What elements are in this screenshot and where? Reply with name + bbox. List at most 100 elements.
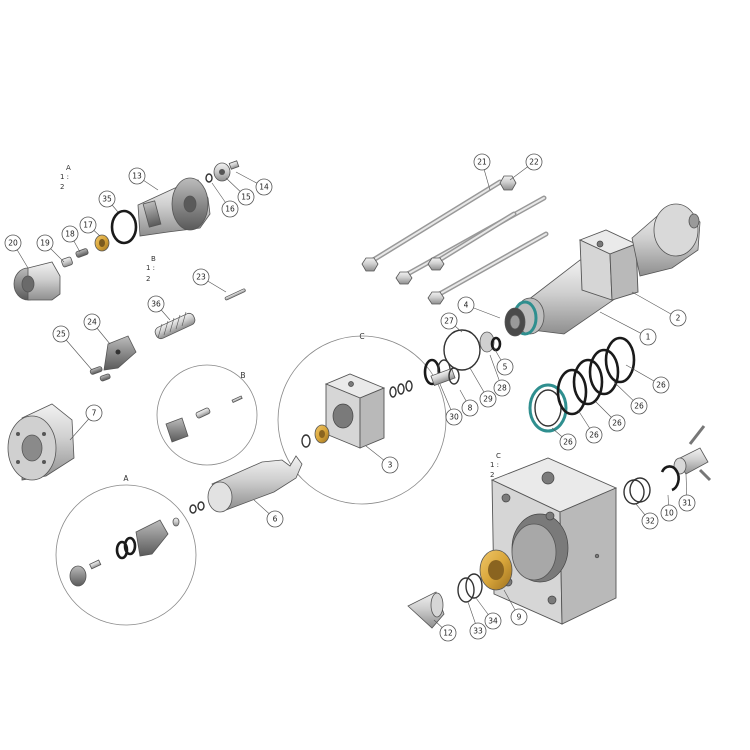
svg-text:26: 26 <box>634 402 644 411</box>
svg-text:28: 28 <box>497 384 507 393</box>
callout-29: 29 <box>479 390 497 408</box>
svg-text:34: 34 <box>488 617 498 626</box>
callout-19: 19 <box>36 234 54 252</box>
callout-18: 18 <box>61 225 79 243</box>
callout-26: 26 <box>559 433 577 451</box>
scale-b-letter: B <box>151 255 156 263</box>
callout-4: 4 <box>457 296 475 314</box>
part-16-washer <box>205 173 213 183</box>
callout-6: 6 <box>266 510 284 528</box>
part-14-screw <box>228 160 240 170</box>
callout-21: 21 <box>473 153 491 171</box>
callout-10: 10 <box>660 504 678 522</box>
callout-20: 20 <box>4 234 22 252</box>
detail-b-letter: B <box>240 371 245 380</box>
part-10-circlip <box>660 465 680 492</box>
part-28-29-30-seals <box>423 358 460 386</box>
svg-text:12: 12 <box>443 629 453 638</box>
callout-34: 34 <box>484 612 502 630</box>
detail-a-letter: A <box>123 474 129 483</box>
part-13-valve-body <box>137 177 211 237</box>
svg-text:26: 26 <box>589 431 599 440</box>
svg-text:5: 5 <box>503 363 508 372</box>
detail-circle-a: A <box>55 474 197 626</box>
part-2-rear-head <box>578 203 701 301</box>
callout-26: 26 <box>608 414 626 432</box>
detail-circle-b: B <box>156 364 258 466</box>
callout-8: 8 <box>461 399 479 417</box>
scale-c-letter: C <box>496 452 501 460</box>
scale-b-denominator: 2 <box>146 275 150 283</box>
part-32-bushing <box>623 477 651 505</box>
scale-c-denominator: 2 <box>490 471 494 479</box>
detail-b-parts <box>165 395 243 443</box>
callout-5: 5 <box>496 358 514 376</box>
callout-23: 23 <box>192 268 210 286</box>
svg-text:33: 33 <box>473 627 483 636</box>
callout-28: 28 <box>493 379 511 397</box>
svg-text:30: 30 <box>449 413 459 422</box>
svg-text:13: 13 <box>132 172 142 181</box>
svg-text:32: 32 <box>645 517 655 526</box>
callout-7: 7 <box>85 404 103 422</box>
scale-a-denominator: 2 <box>60 183 64 191</box>
svg-text:14: 14 <box>259 183 269 192</box>
scale-label-a: A 1 : 2 <box>60 164 71 191</box>
callout-1: 1 <box>639 328 657 346</box>
callout-26: 26 <box>630 397 648 415</box>
scale-b-ratio: 1 : <box>146 264 155 272</box>
svg-text:35: 35 <box>102 195 112 204</box>
svg-text:16: 16 <box>225 205 235 214</box>
callout-30: 30 <box>445 408 463 426</box>
detail-c-letter: C <box>359 332 364 341</box>
callout-9: 9 <box>510 608 528 626</box>
part-17-bushing <box>94 234 110 252</box>
svg-text:8: 8 <box>468 404 473 413</box>
callout-35: 35 <box>98 190 116 208</box>
svg-text:6: 6 <box>273 515 278 524</box>
svg-text:26: 26 <box>656 381 666 390</box>
detail-circle-c: C <box>277 332 447 505</box>
svg-text:19: 19 <box>40 239 50 248</box>
part-9-front-head-large <box>479 457 618 625</box>
part-22-nuts <box>361 175 517 305</box>
part-25-screw <box>89 366 111 382</box>
svg-text:24: 24 <box>87 318 97 327</box>
part-26-seals <box>528 336 636 433</box>
svg-text:26: 26 <box>612 419 622 428</box>
part-24-bracket <box>103 335 137 371</box>
part-36-spring <box>154 311 196 340</box>
svg-text:25: 25 <box>56 330 66 339</box>
svg-text:1: 1 <box>646 333 651 342</box>
part-15-fitting <box>213 162 231 182</box>
part-3-small-block <box>301 373 413 449</box>
detail-a-parts <box>69 517 180 587</box>
part-23-pin <box>224 288 246 301</box>
scale-label-b: B 1 : 2 <box>146 255 156 283</box>
callout-22: 22 <box>525 153 543 171</box>
part-12-rod-section <box>407 591 445 629</box>
callout-26: 26 <box>585 426 603 444</box>
svg-text:15: 15 <box>241 193 251 202</box>
svg-text:26: 26 <box>563 438 573 447</box>
scale-c-ratio: 1 : <box>490 461 499 469</box>
callout-15: 15 <box>237 188 255 206</box>
callout-36: 36 <box>147 295 165 313</box>
part-27-oring <box>443 329 481 371</box>
callout-3: 3 <box>381 456 399 474</box>
callout-25: 25 <box>52 325 70 343</box>
callout-17: 17 <box>79 216 97 234</box>
part-31-rod-end <box>673 425 712 482</box>
part-21-tie-rods <box>367 179 549 299</box>
part-7-end-cap <box>7 403 75 481</box>
svg-text:4: 4 <box>464 301 469 310</box>
callout-16: 16 <box>221 200 239 218</box>
part-35-oring <box>110 209 138 245</box>
svg-text:17: 17 <box>83 221 93 230</box>
svg-text:31: 31 <box>682 499 692 508</box>
part-33-34-seals <box>457 573 483 603</box>
callout-12: 12 <box>439 624 457 642</box>
svg-text:3: 3 <box>388 461 393 470</box>
callout-24: 24 <box>83 313 101 331</box>
